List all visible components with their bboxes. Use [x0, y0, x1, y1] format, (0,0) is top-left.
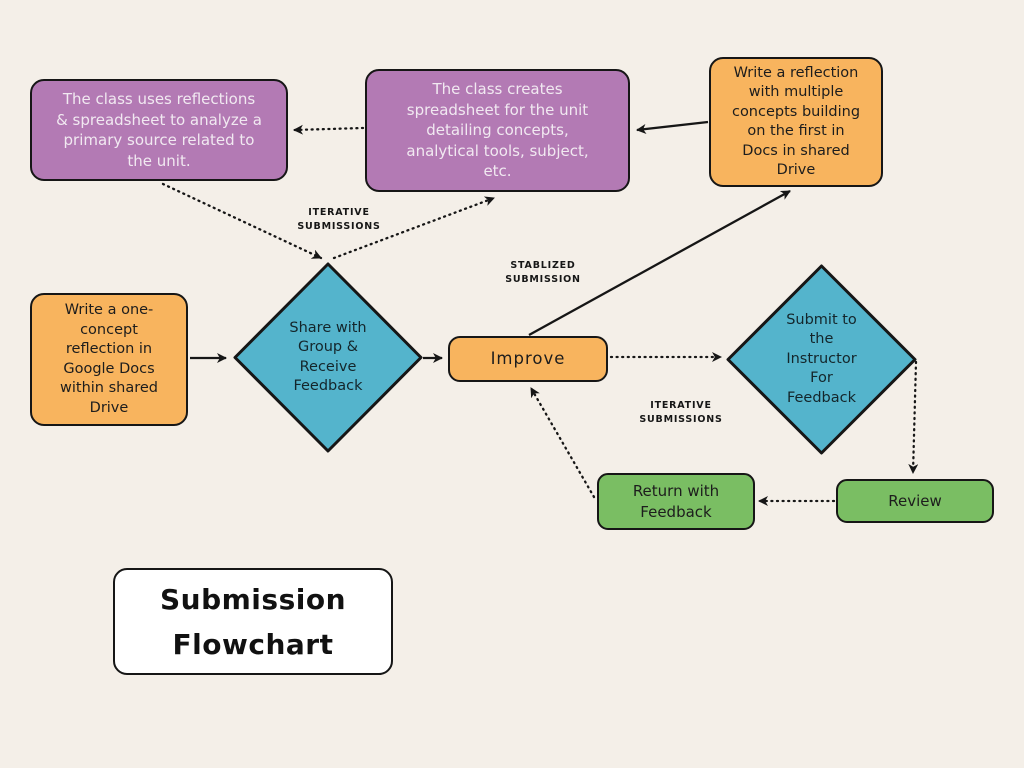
- label-iterative-submissions-right: ITERATIVE SUBMISSIONS: [639, 400, 723, 425]
- label-stablized-submission: STABLIZED SUBMISSION: [505, 260, 581, 285]
- label-iterative-submissions-top: ITERATIVE SUBMISSIONS: [297, 207, 381, 232]
- node-share-with-group-diamond: Share with Group & Receive Feedback: [232, 261, 424, 454]
- node-share-with-group-label: Share with Group & Receive Feedback: [289, 319, 367, 395]
- node-submit-to-instructor-label: Submit to the Instructor For Feedback: [786, 311, 857, 406]
- arrow-createspreadsheet-to-usesreflections: [292, 124, 365, 135]
- arrow-writemulti-to-createspreadsheet: [636, 120, 709, 134]
- node-write-multi-concept-reflection: Write a reflection with multiple concept…: [709, 57, 883, 187]
- flowchart-title: Submission Flowchart: [113, 568, 393, 675]
- diamond-shape: [233, 262, 423, 453]
- node-class-creates-spreadsheet: The class creates spreadsheet for the un…: [365, 69, 630, 192]
- node-review: Review: [836, 479, 994, 523]
- node-return-with-feedback: Return with Feedback: [597, 473, 755, 530]
- node-class-uses-reflections: The class uses reflections & spreadsheet…: [30, 79, 288, 181]
- node-improve: Improve: [448, 336, 608, 382]
- arrow-return-to-improve: [529, 386, 596, 499]
- node-submit-to-instructor-diamond: Submit to the Instructor For Feedback: [725, 263, 918, 456]
- node-write-one-concept-reflection: Write a one- concept reflection in Googl…: [30, 293, 188, 426]
